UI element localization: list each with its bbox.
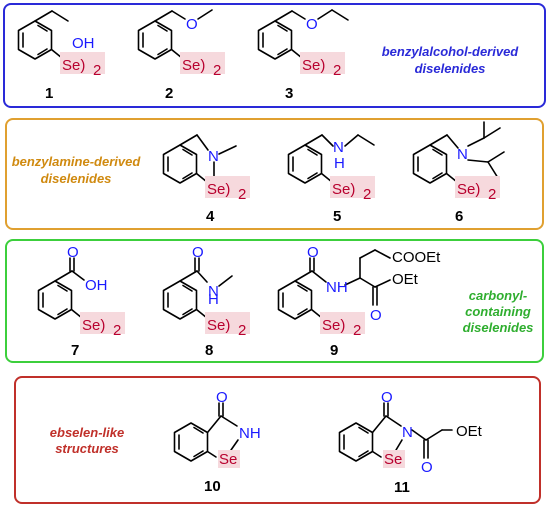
compound-4: N Se) 2 4 (162, 134, 250, 225)
label-se-3: Se) (302, 57, 325, 74)
compound-11: O N OEt O Se 11 (338, 389, 483, 496)
caption-ebselen-line2: structures (55, 441, 119, 456)
compound-5: N H Se) 2 5 (287, 134, 375, 225)
compound-number-4: 4 (206, 208, 215, 225)
label-se-11: Se (384, 451, 402, 468)
label-se-8: Se) (207, 317, 230, 334)
label-se-1: Se) (62, 57, 85, 74)
label-se-2: Se) (182, 57, 205, 74)
label-se-5: Se) (332, 181, 355, 198)
label-sub-2: 2 (213, 62, 221, 79)
compound-number-10: 10 (204, 478, 221, 495)
compound-number-6: 6 (455, 208, 463, 225)
caption-carbonyl-line2: containing (465, 304, 531, 319)
group-box-benzylamine (5, 118, 544, 230)
label-oh-1: OH (72, 35, 95, 52)
compound-10: O NH Se 10 (173, 389, 261, 495)
compound-9: O NH COOEt OEt O Se) 2 9 (277, 244, 441, 359)
label-sub-9: 2 (353, 322, 361, 339)
label-sub-3: 2 (333, 62, 341, 79)
label-n-8: N (208, 283, 219, 300)
caption-benzylalcohol-line2: diselenides (415, 61, 486, 76)
compound-number-9: 9 (330, 342, 338, 359)
label-h-8: H (208, 291, 219, 308)
group-box-carbonyl (5, 239, 544, 363)
label-sub-7: 2 (113, 322, 121, 339)
label-oh-7: OH (85, 277, 108, 294)
label-se-9: Se) (322, 317, 345, 334)
label-se-10: Se (219, 451, 237, 468)
caption-ebselen-line1: ebselen-like (50, 425, 124, 440)
caption-benzylamine-line1: benzylamine-derived (12, 154, 142, 169)
label-o-7: O (67, 244, 79, 261)
compound-number-7: 7 (71, 342, 79, 359)
label-oet-11: OEt (456, 423, 483, 440)
label-o-9b: O (370, 307, 382, 324)
label-o-11b: O (421, 459, 433, 476)
label-sub-4: 2 (238, 186, 246, 203)
compound-2: O Se) 2 2 (137, 9, 225, 102)
label-o-2: O (186, 16, 198, 33)
label-sub-1: 2 (93, 62, 101, 79)
compound-6: N Se) 2 6 (412, 121, 505, 225)
label-h-5: H (334, 155, 345, 172)
compound-3: O Se) 2 3 (257, 9, 349, 102)
compound-number-3: 3 (285, 85, 293, 102)
caption-benzylamine: benzylamine-derived diselenides (12, 154, 142, 186)
label-n-5: N (333, 139, 344, 156)
compound-number-5: 5 (333, 208, 341, 225)
compound-number-2: 2 (165, 85, 173, 102)
label-n-4: N (208, 148, 219, 165)
compound-number-1: 1 (45, 85, 53, 102)
caption-carbonyl-line3: diselenides (463, 320, 534, 335)
caption-carbonyl-line1: carbonyl- (469, 288, 528, 303)
label-se-7: Se) (82, 317, 105, 334)
label-o-11a: O (381, 389, 393, 406)
group-box-benzylalcohol (3, 3, 546, 108)
compound-1: OH Se) 2 1 (17, 10, 105, 102)
label-nh-10: NH (239, 425, 261, 442)
compound-7: O OH Se) 2 7 (37, 244, 125, 359)
label-cooet-9: COOEt (392, 249, 441, 266)
group-box-ebselen (14, 376, 541, 504)
label-o-9a: O (307, 244, 319, 261)
label-o-10: O (216, 389, 228, 406)
caption-benzylalcohol: benzylalcohol-derived diselenides (382, 44, 520, 76)
label-se-6: Se) (457, 181, 480, 198)
label-sub-8: 2 (238, 322, 246, 339)
label-nh-9: NH (326, 279, 348, 296)
label-n-6: N (457, 146, 468, 163)
caption-carbonyl: carbonyl- containing diselenides (463, 288, 534, 335)
compound-number-8: 8 (205, 342, 213, 359)
label-sub-5: 2 (363, 186, 371, 203)
caption-ebselen: ebselen-like structures (50, 425, 124, 456)
caption-benzylamine-line2: diselenides (41, 171, 112, 186)
label-n-11: N (402, 424, 413, 441)
label-sub-6: 2 (488, 186, 496, 203)
compound-number-11: 11 (394, 479, 410, 496)
label-o-8: O (192, 244, 204, 261)
compound-8: O N H Se) 2 8 (162, 244, 250, 359)
label-o-3: O (306, 16, 318, 33)
caption-benzylalcohol-line1: benzylalcohol-derived (382, 44, 520, 59)
label-se-4: Se) (207, 181, 230, 198)
label-oet-9: OEt (392, 271, 419, 288)
